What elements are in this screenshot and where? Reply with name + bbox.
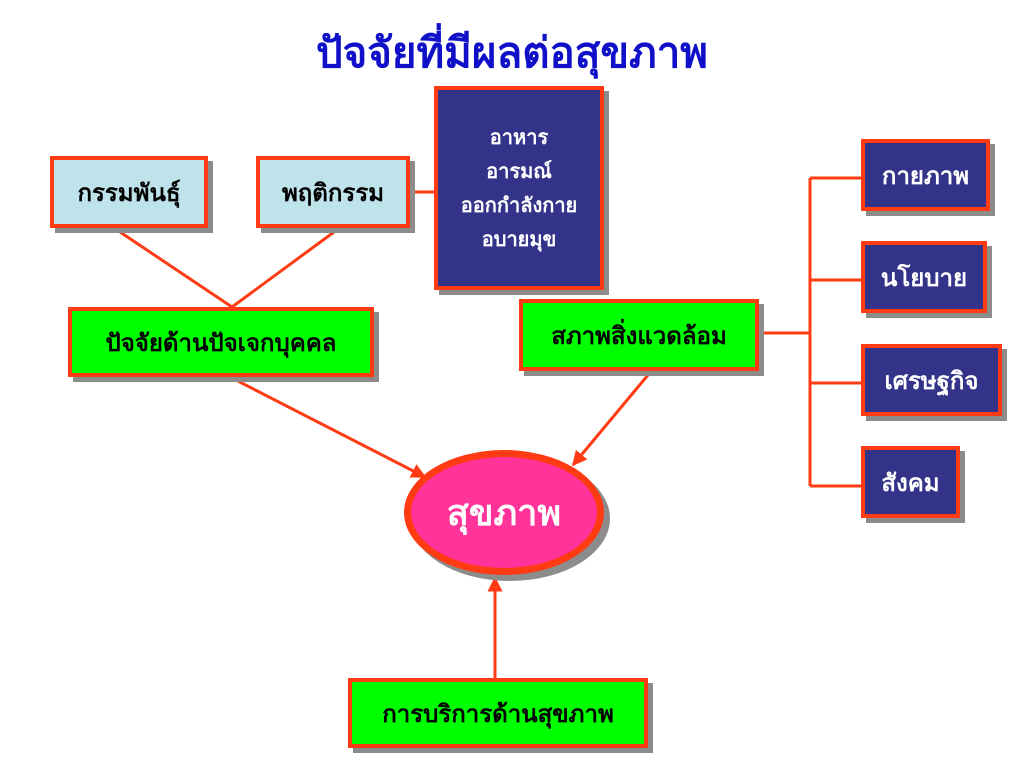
individual-factors-box: ปัจจัยด้านปัจเจกบุคคล (68, 307, 374, 377)
detail-exercise: ออกกำลังกาย (460, 193, 578, 217)
health-services-box: การบริการด้านสุขภาพ (348, 678, 648, 748)
environment-society-box: สังคม (861, 446, 960, 518)
environment-physical-box: กายภาพ (861, 139, 990, 211)
environment-box: สภาพสิ่งแวดล้อม (519, 299, 759, 371)
diagram-title: ปัจจัยที่มีผลต่อสุขภาพ (315, 28, 708, 77)
arrow-environment-to-health (571, 374, 650, 467)
arrow-individual-to-health (231, 376, 427, 479)
detail-food: อาหาร (489, 125, 549, 149)
line-behavior-to-individual (231, 230, 335, 309)
detail-emotion: อารมณ์ (486, 159, 552, 183)
behavior-details-box: อาหาร อารมณ์ ออกกำลังกาย อบายมุข (434, 86, 604, 290)
environment-economy-box: เศรษฐกิจ (861, 344, 1002, 416)
line-genetics-to-individual (119, 230, 233, 309)
genetics-box: กรรมพันธุ์ (50, 156, 208, 228)
environment-policy-box: นโยบาย (861, 241, 987, 313)
health-ellipse: สุขภาพ (404, 450, 604, 575)
behavior-box: พฤติกรรม (256, 156, 410, 228)
detail-vices: อบายมุข (481, 227, 557, 251)
